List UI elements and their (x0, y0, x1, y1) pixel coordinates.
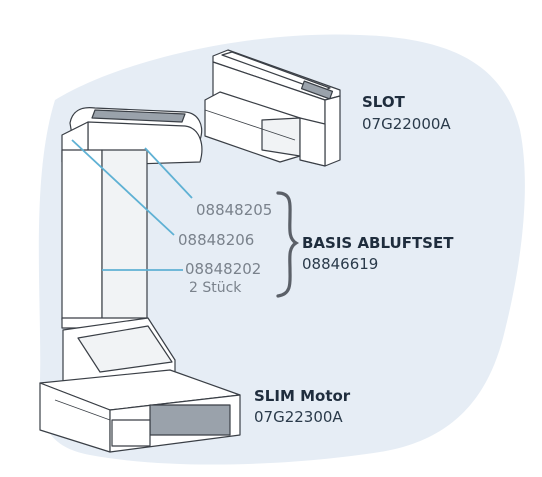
slot-edge-line (204, 109, 296, 141)
motor-control-box (111, 419, 151, 447)
slot-top-vent (300, 80, 334, 100)
leader-lines (71, 139, 193, 271)
basis-code: 08846619 (302, 255, 379, 273)
part-qty-08848202: 2 Stück (189, 280, 242, 296)
motor-neck-slope (77, 325, 173, 373)
leader-08848206 (71, 139, 175, 236)
slot-bottom-edge (299, 159, 326, 167)
basis-title: BASIS ABLUFTSET (302, 234, 454, 252)
slot-title: SLOT (362, 93, 405, 111)
slot-unit (204, 49, 341, 167)
motor-grill (149, 404, 231, 436)
slot-duct-inner (261, 117, 301, 157)
slot-body-side (324, 95, 341, 167)
part-number-08848205: 08848205 (196, 201, 273, 219)
grouping-brace (276, 191, 300, 298)
duct-tube-front (101, 149, 148, 321)
slim-code: 07G22300A (254, 408, 343, 426)
slot-code: 07G22000A (362, 115, 451, 133)
slim-title: SLIM Motor (254, 387, 351, 405)
part-number-08848202: 08848202 (185, 260, 262, 278)
slot-lower-body (299, 117, 326, 167)
slot-top-rim (221, 51, 331, 92)
leader-08848205 (144, 147, 193, 199)
duct-tube-left (61, 149, 103, 321)
part-number-08848206: 08848206 (178, 231, 255, 249)
duct-bend-top-vents (91, 109, 186, 123)
slim-motor-unit (39, 317, 241, 453)
motor-edge (54, 399, 111, 421)
